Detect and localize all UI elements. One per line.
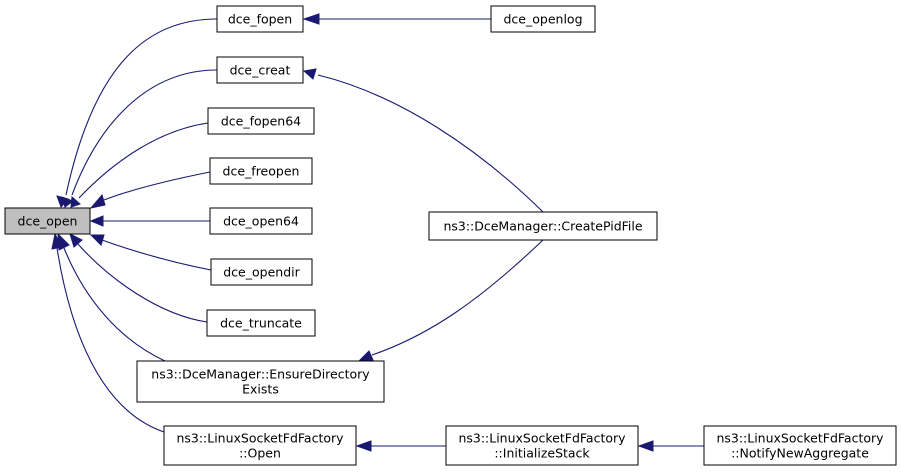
node-label: dce_opendir — [223, 265, 300, 280]
edge-line — [101, 239, 212, 271]
node-label: dce_open64 — [223, 214, 299, 229]
node-label: dce_openlog — [504, 12, 583, 27]
nodes-layer: dce_open dce_fopen dce_openlog dce_creatdce… — [4, 5, 897, 466]
edge-dce-creat-to-dce-open — [61, 69, 218, 208]
arrowhead — [89, 234, 105, 246]
node-label: dce_fopen — [228, 12, 292, 27]
node-dce-opendir[interactable]: dce_opendir — [210, 258, 313, 286]
edge-create-pid-to-dce-creat — [302, 68, 544, 213]
node-box — [445, 425, 639, 466]
node-box — [210, 258, 313, 286]
node-create-pid[interactable]: ns3::DceManager::CreatePidFile — [428, 211, 658, 241]
arrowhead — [89, 215, 104, 227]
node-dce-open: dce_open — [4, 207, 91, 235]
edge-dce-opendir-to-dce-open — [89, 234, 212, 271]
node-label: dce_fopen64 — [221, 114, 301, 129]
edge-dce-openlog-to-dce-fopen — [302, 13, 491, 25]
edge-dce-fopen64-to-dce-open — [70, 122, 209, 208]
node-label: ::NotifyNewAggregate — [731, 446, 869, 461]
arrowhead — [51, 232, 63, 250]
node-box — [136, 360, 385, 403]
edge-line — [103, 171, 211, 201]
edge-create-pid-to-ensure-dir — [358, 239, 544, 361]
node-box — [209, 157, 313, 185]
node-box — [4, 207, 91, 235]
node-box — [703, 425, 897, 466]
node-label: ::Open — [239, 446, 281, 461]
arrowhead — [69, 233, 83, 248]
node-label: ns3::DceManager::CreatePidFile — [443, 219, 642, 234]
node-dce-truncate[interactable]: dce_truncate — [206, 309, 316, 337]
arrowhead — [61, 196, 75, 208]
node-label: Exists — [242, 382, 279, 397]
edge-line — [371, 239, 544, 356]
node-label: ns3::LinuxSocketFdFactory — [458, 431, 626, 446]
node-dce-open64[interactable]: dce_open64 — [209, 207, 313, 235]
edge-lsf-notify-to-lsf-init — [637, 440, 704, 452]
node-dce-freopen[interactable]: dce_freopen — [209, 157, 313, 185]
edge-line — [63, 247, 166, 362]
edge-dce-fopen-to-dce-open — [56, 18, 218, 208]
edge-line — [71, 69, 218, 196]
node-lsf-notify[interactable]: ns3::LinuxSocketFdFactory::NotifyNewAggr… — [703, 425, 897, 466]
node-box — [206, 309, 316, 337]
arrowhead — [358, 350, 374, 361]
edge-dce-open64-to-dce-open — [89, 215, 210, 227]
edge-line — [65, 18, 218, 196]
arrowhead — [89, 193, 106, 209]
node-dce-fopen64[interactable]: dce_fopen64 — [207, 107, 315, 135]
node-label: dce_freopen — [223, 164, 300, 179]
node-lsf-open[interactable]: ns3::LinuxSocketFdFactory::Open — [163, 425, 357, 466]
node-box — [207, 107, 315, 135]
node-label: dce_creat — [230, 63, 291, 78]
arrowhead — [637, 440, 654, 452]
edge-ensure-dir-to-dce-open — [57, 232, 166, 362]
arrowhead — [302, 68, 317, 80]
node-lsf-init[interactable]: ns3::LinuxSocketFdFactory::InitializeSta… — [445, 425, 639, 466]
edge-line — [78, 122, 209, 199]
edge-lsf-init-to-lsf-open — [355, 440, 446, 452]
node-label: ns3::LinuxSocketFdFactory — [716, 431, 884, 446]
arrowhead — [302, 13, 320, 25]
edge-line — [56, 247, 165, 433]
arrowhead — [70, 195, 81, 208]
node-box — [209, 207, 313, 235]
node-label: ns3::LinuxSocketFdFactory — [176, 431, 344, 446]
node-box — [490, 5, 596, 33]
node-label: dce_open — [18, 214, 78, 229]
node-label: ns3::DceManager::EnsureDirectory — [151, 367, 370, 382]
node-label: dce_truncate — [220, 316, 302, 331]
arrowhead — [355, 440, 372, 452]
node-box — [216, 5, 304, 33]
node-box — [216, 56, 304, 84]
node-dce-creat[interactable]: dce_creat — [216, 56, 304, 84]
edge-dce-freopen-to-dce-open — [89, 171, 211, 209]
node-label: ::InitializeStack — [494, 446, 590, 461]
edges-layer — [51, 13, 704, 452]
node-dce-openlog[interactable]: dce_openlog — [490, 5, 596, 33]
edge-dce-truncate-to-dce-open — [69, 233, 208, 323]
edge-line — [317, 74, 544, 213]
node-dce-fopen[interactable]: dce_fopen — [216, 5, 304, 33]
edge-lsf-open-to-dce-open — [51, 232, 165, 433]
node-box — [428, 211, 658, 241]
edge-line — [77, 243, 208, 323]
node-box — [163, 425, 357, 466]
